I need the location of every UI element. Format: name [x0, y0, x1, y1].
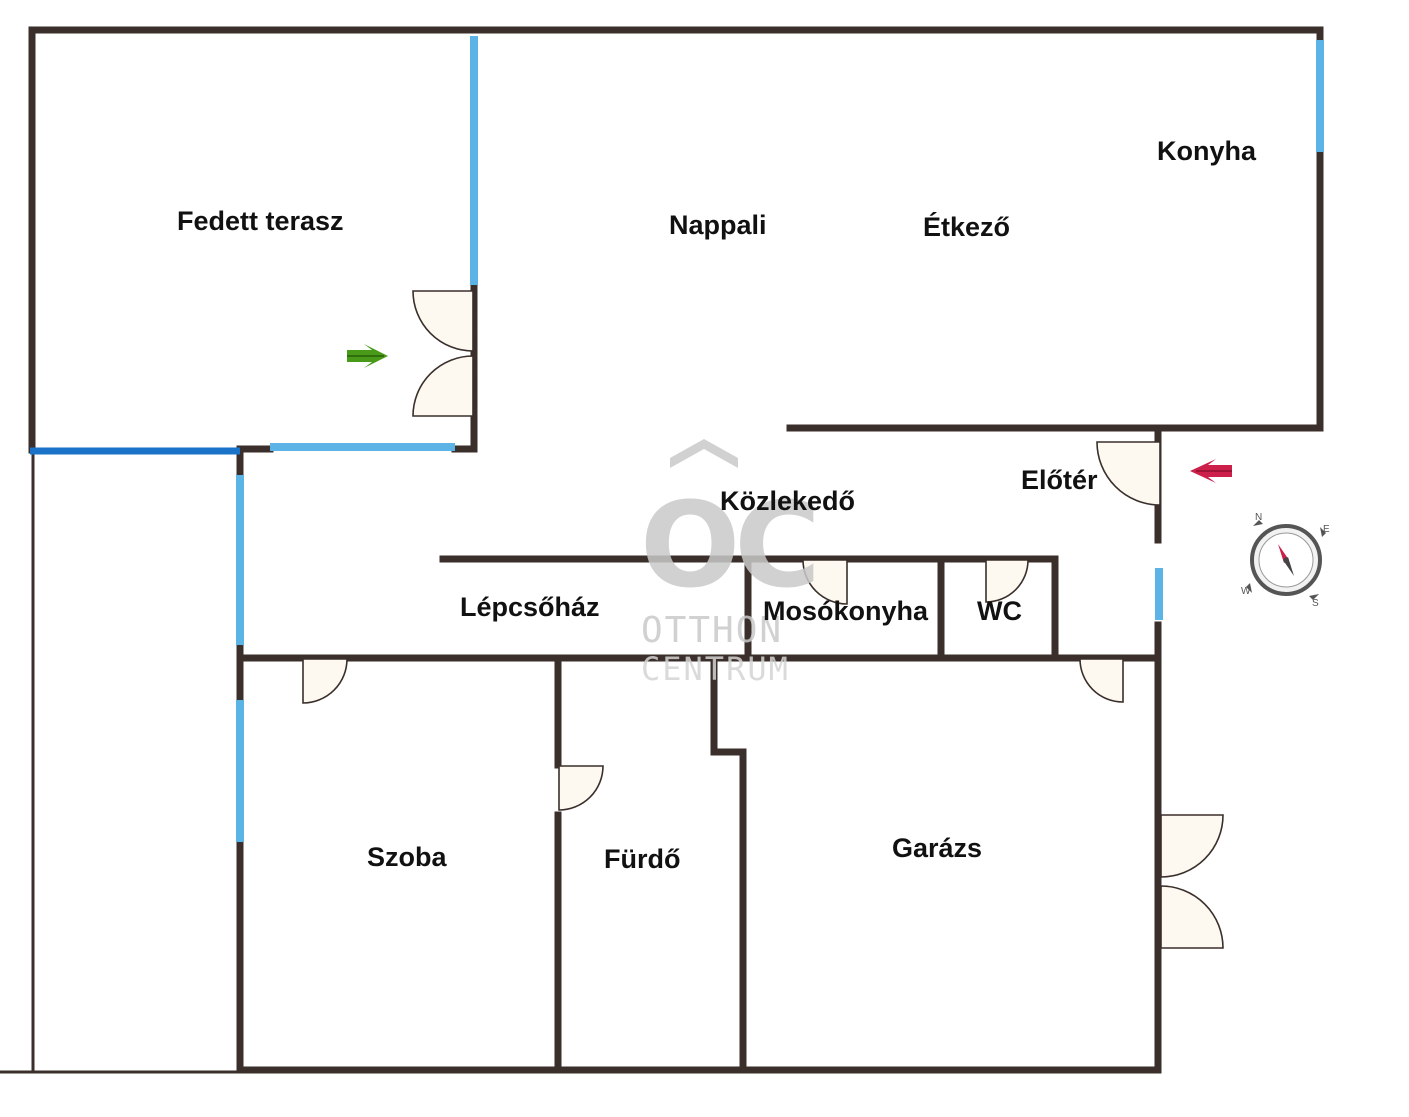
door-garazs-inner — [1079, 658, 1124, 703]
doors — [302, 290, 1224, 949]
arrow-left-icon — [1190, 459, 1232, 483]
label-lepcsohaz: Lépcsőház — [460, 592, 600, 622]
windows — [236, 36, 1324, 842]
door-terrace-lower — [412, 355, 474, 417]
label-eloter: Előtér — [1021, 465, 1098, 495]
compass-w: W — [1241, 586, 1251, 597]
walls — [28, 26, 1324, 1074]
watermark-line1: OTTHON — [641, 610, 783, 651]
door-mosokonyha — [802, 559, 848, 605]
door-entry — [1096, 441, 1161, 506]
compass-s: S — [1312, 598, 1319, 609]
label-mosokonyha: Mosókonyha — [763, 596, 929, 626]
label-fedett-terasz: Fedett terasz — [177, 206, 344, 236]
arrow-right-icon — [347, 344, 388, 368]
door-furdo — [558, 765, 604, 811]
door-wc — [985, 559, 1029, 603]
compass-e: E — [1323, 524, 1330, 535]
compass-n: N — [1255, 512, 1262, 523]
label-nappali: Nappali — [669, 210, 767, 240]
label-wc: WC — [977, 596, 1022, 626]
watermark-line2: CENTRUM — [641, 650, 790, 688]
label-kozlekedo: Közlekedő — [720, 486, 855, 516]
label-furdo: Fürdő — [604, 844, 680, 874]
watermark: OC OTTHON CENTRUM — [640, 439, 821, 688]
watermark-logo: OC — [640, 476, 815, 614]
label-szoba: Szoba — [367, 842, 447, 872]
door-szoba — [302, 658, 348, 704]
door-garazs-lower — [1160, 885, 1224, 949]
compass-icon: N E S W — [1241, 512, 1330, 609]
label-etkezo: Étkező — [923, 211, 1010, 242]
label-garazs: Garázs — [892, 833, 982, 863]
wall-furdo-garazs — [710, 654, 747, 1074]
label-konyha: Konyha — [1157, 136, 1257, 166]
door-garazs-upper — [1160, 814, 1224, 878]
watermark-roof — [670, 439, 738, 468]
door-terrace-upper — [412, 290, 474, 352]
room-labels: Fedett terasz Nappali Étkező Konyha Közl… — [177, 136, 1257, 874]
site-boundary — [0, 450, 240, 1074]
